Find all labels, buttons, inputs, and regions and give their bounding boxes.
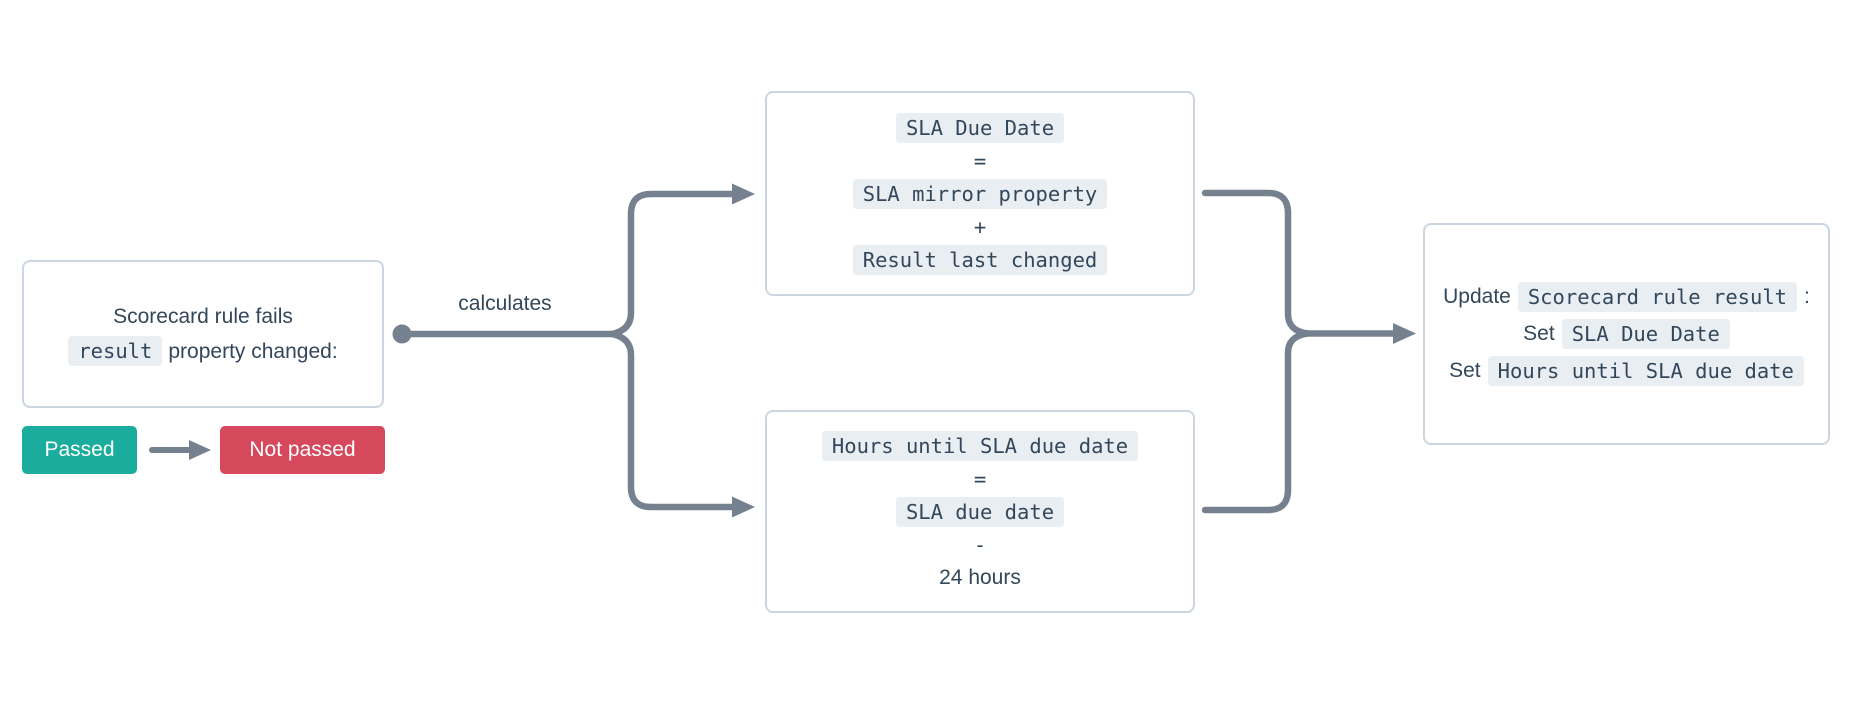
update-suffix: : <box>1804 285 1810 308</box>
trigger-line2-suffix: property changed: <box>168 340 338 363</box>
not-passed-badge: Not passed <box>220 426 385 474</box>
passed-badge: Passed <box>22 426 137 474</box>
update-line1: Update Scorecard rule result : <box>1443 279 1810 316</box>
scorecard-rule-result-chip: Scorecard rule result <box>1517 282 1798 312</box>
output-arrow-head-icon <box>1393 323 1416 344</box>
merge-bottom-connector <box>1201 330 1311 514</box>
fork-top-arrow-head-icon <box>732 183 755 205</box>
equals-operator: = <box>973 148 987 173</box>
minus-operator: - <box>973 532 987 557</box>
equals-operator: = <box>973 466 987 491</box>
not-passed-badge-label: Not passed <box>249 438 356 461</box>
merge-top-connector <box>1201 189 1311 337</box>
badge-arrow-head-icon <box>189 440 211 460</box>
update-node: Update Scorecard rule result : Set SLA D… <box>1423 223 1830 445</box>
set-prefix: Set <box>1523 322 1555 345</box>
set-prefix: Set <box>1449 359 1481 382</box>
sla-due-date-chip: SLA Due Date <box>895 112 1065 143</box>
passed-badge-label: Passed <box>44 438 115 461</box>
set-sla-due-date-chip: SLA Due Date <box>1561 319 1730 349</box>
result-property-chip: result <box>68 336 163 366</box>
sla-due-date-chip: SLA due date <box>895 496 1065 527</box>
sla-mirror-property-chip: SLA mirror property <box>852 178 1108 209</box>
calc-node-sla-due-date: SLA Due Date = SLA mirror property + Res… <box>765 91 1195 296</box>
update-line2: Set SLA Due Date <box>1523 316 1730 353</box>
hours-until-sla-chip: Hours until SLA due date <box>821 430 1139 461</box>
calc-node-hours-until-sla: Hours until SLA due date = SLA due date … <box>765 410 1195 613</box>
update-prefix: Update <box>1443 285 1511 308</box>
twenty-four-hours-label: 24 hours <box>939 565 1021 589</box>
plus-operator: + <box>973 214 987 239</box>
result-last-changed-chip: Result last changed <box>852 244 1108 275</box>
set-hours-until-sla-chip: Hours until SLA due date <box>1487 356 1804 386</box>
fork-top-connector <box>608 190 738 338</box>
fork-bottom-arrow-head-icon <box>732 496 755 518</box>
fork-bottom-connector <box>608 330 738 511</box>
update-line3: Set Hours until SLA due date <box>1449 353 1804 390</box>
trigger-line1: Scorecard rule fails <box>113 305 293 328</box>
edge-label-calculates: calculates <box>458 292 552 315</box>
